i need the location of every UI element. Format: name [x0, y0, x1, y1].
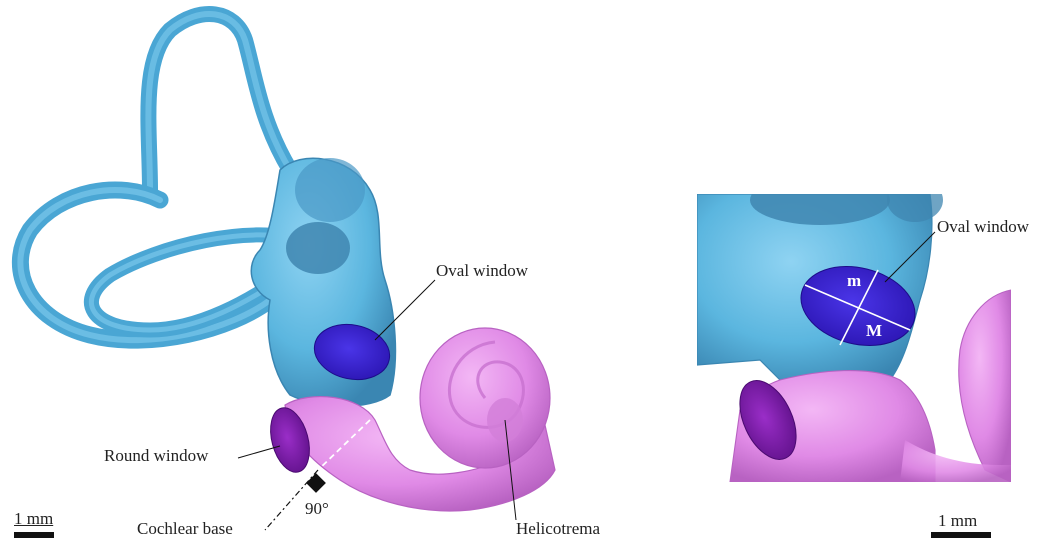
scale-bar-label-left: 1 mm	[14, 510, 53, 527]
superior-semicircular-canal	[148, 14, 290, 190]
scale-bar-left	[14, 532, 54, 538]
inset-label-minor-axis: m	[847, 272, 861, 289]
scale-bar-label-right: 1 mm	[938, 512, 977, 529]
right-angle-marker	[306, 473, 326, 493]
inset-label-major-axis: M	[866, 322, 882, 339]
ampulla	[286, 222, 350, 274]
scale-bar-right	[931, 532, 991, 538]
label-cochlear-base: Cochlear base	[137, 520, 233, 537]
label-helicotrema: Helicotrema	[516, 520, 600, 537]
inset-label-oval-window: Oval window	[937, 218, 1029, 235]
label-oval-window: Oval window	[436, 262, 528, 279]
round-window-leader	[238, 446, 280, 458]
label-round-window: Round window	[104, 447, 208, 464]
label-right-angle: 90°	[305, 500, 329, 517]
